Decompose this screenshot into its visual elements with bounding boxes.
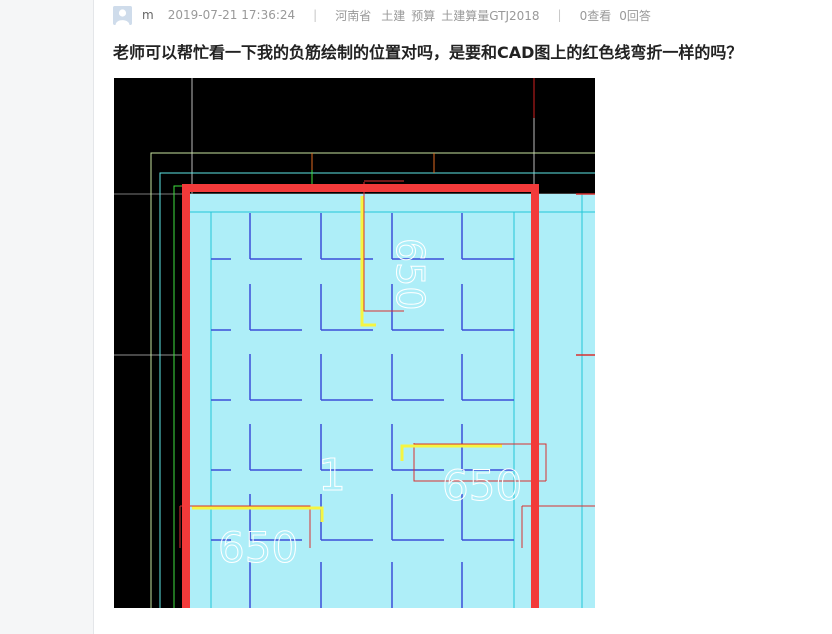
highlight-red-boundary[interactable] — [182, 184, 539, 608]
cad-screenshot[interactable]: 650 1 650 650 — [114, 78, 595, 608]
tag-yusuan[interactable]: 预算 — [411, 8, 436, 23]
dimension-label-650-right: 650 — [442, 461, 522, 510]
meta-separator: | — [313, 8, 318, 22]
dimension-label-650-left: 650 — [218, 523, 298, 572]
user-avatar-icon — [113, 5, 132, 25]
avatar[interactable] — [113, 5, 132, 25]
left-sidebar-strip — [0, 0, 94, 634]
answer-count: 0回答 — [619, 8, 651, 23]
post-meta-bar: m 2019-07-21 17:36:24 | 河南省 土建 预算 土建算量GT… — [113, 5, 651, 25]
dimension-label-650-vertical: 650 — [388, 238, 432, 311]
tag-gtj2018[interactable]: 土建算量GTJ2018 — [441, 8, 540, 23]
author-name[interactable]: m — [142, 8, 154, 22]
view-count: 0查看 — [579, 8, 612, 23]
post-time: 2019-07-21 17:36:24 — [167, 8, 296, 22]
post-region: 河南省 — [335, 8, 372, 23]
meta-separator: | — [557, 8, 562, 22]
question-title[interactable]: 老师可以帮忙看一下我的负筋绘制的位置对吗，是要和CAD图上的红色线弯折一样的吗？ — [113, 43, 743, 62]
tag-tujian[interactable]: 土建 — [381, 8, 406, 23]
slab-region[interactable] — [186, 194, 595, 608]
slab-number-label: 1 — [318, 450, 346, 501]
